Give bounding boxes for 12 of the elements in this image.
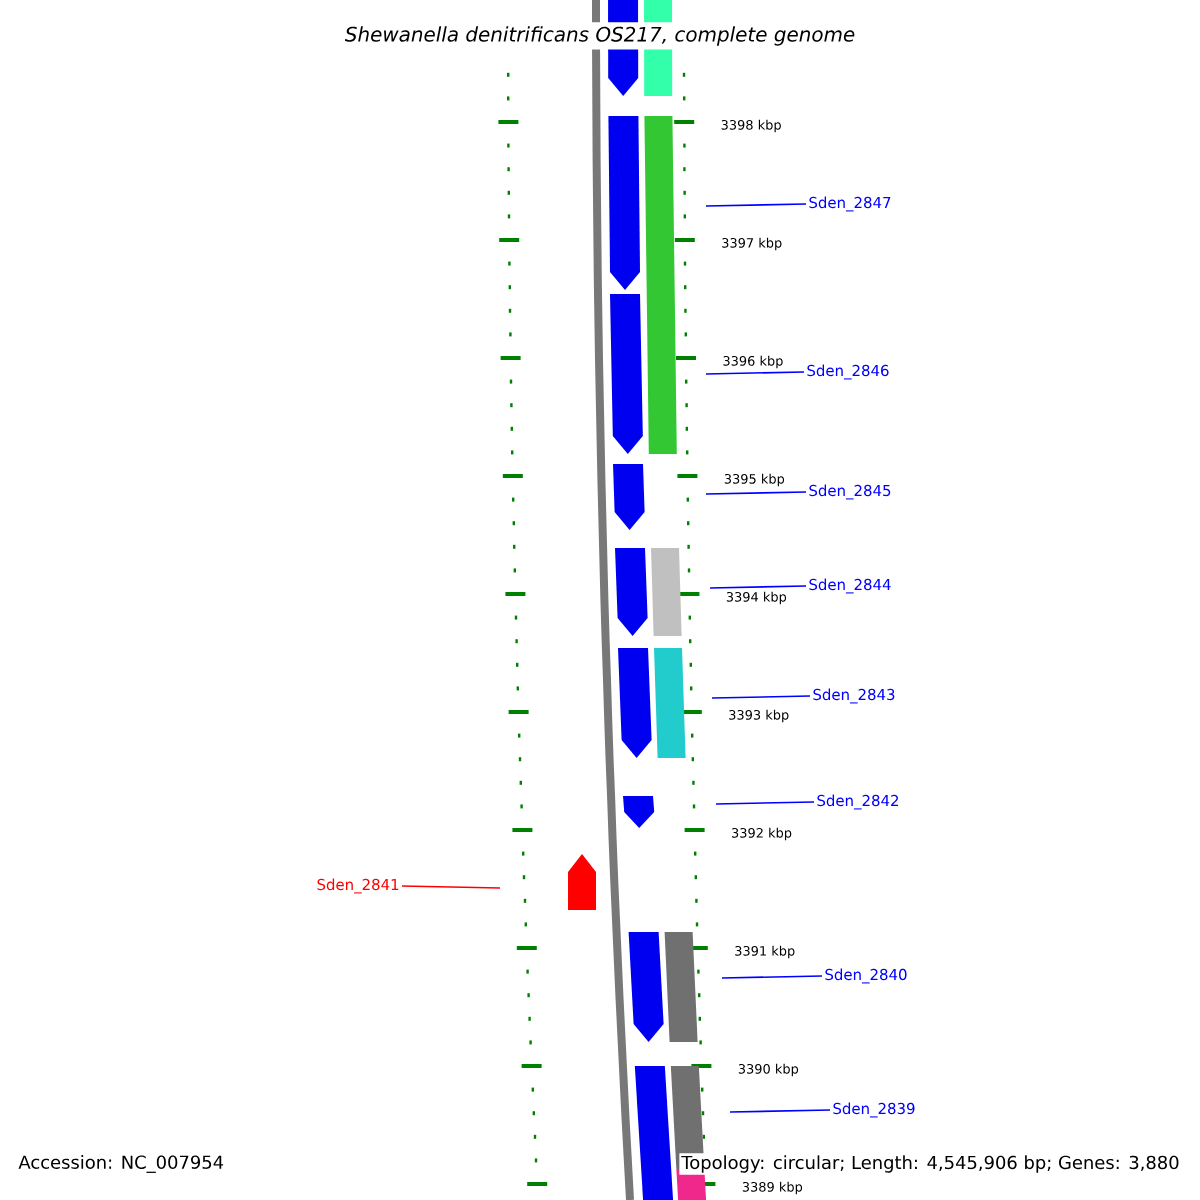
leader-line xyxy=(715,801,815,805)
leader-line xyxy=(705,203,807,207)
leader-line xyxy=(709,585,807,589)
footer-text: Topology: circular; Length: 4,545,906 bp; Genes: 3,880 xyxy=(679,1153,1182,1175)
footer-text: Accession: NC_007954 xyxy=(16,1153,227,1175)
leader-line xyxy=(729,1109,831,1113)
leader-line xyxy=(705,491,807,495)
leader-line xyxy=(705,371,805,375)
leader-line xyxy=(401,885,501,889)
leader-line xyxy=(711,695,811,699)
title: Shewanella denitrificans OS217, complete genome xyxy=(340,22,860,50)
leader-line xyxy=(721,975,823,979)
